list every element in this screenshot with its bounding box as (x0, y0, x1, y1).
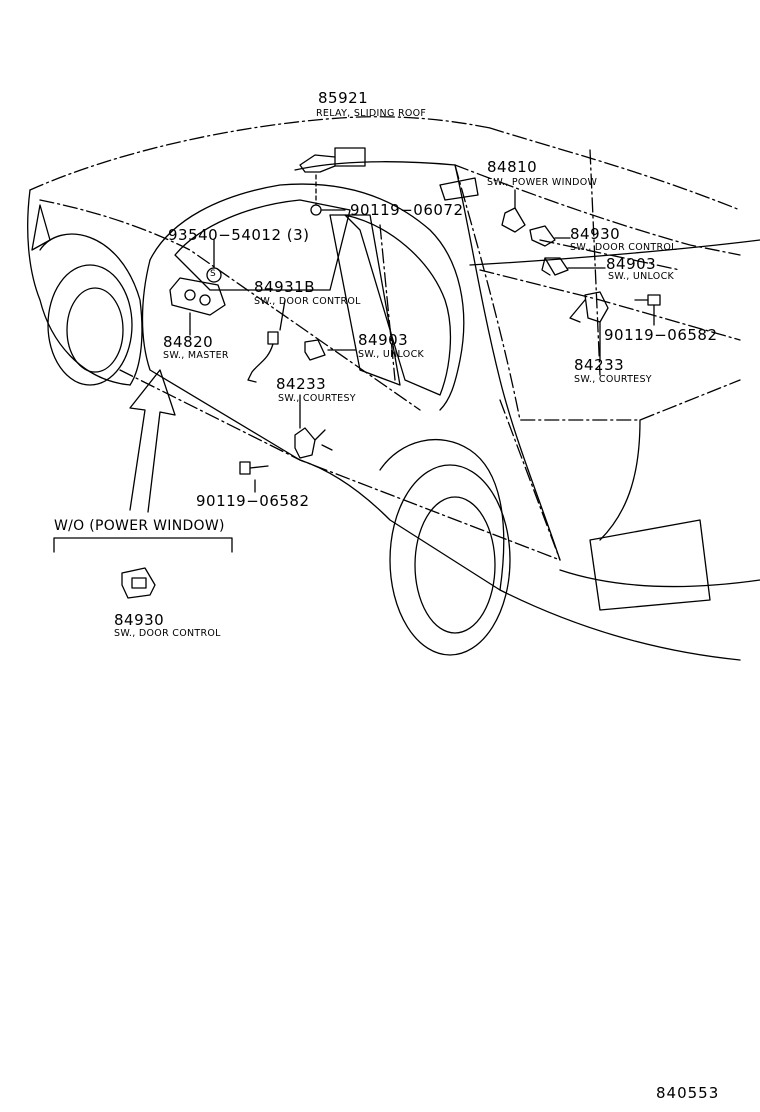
door-control-rear-part (529, 225, 556, 247)
roof-edge (294, 161, 456, 171)
rear-wheel (389, 464, 511, 656)
courtesy-front-desc: SW., COURTESY (278, 393, 356, 404)
sunroof (439, 177, 479, 201)
front-wheel (47, 264, 133, 386)
courtesy-rear-part (569, 291, 609, 323)
rear-lamp (589, 519, 711, 611)
screw-set-part-no: 93540−54012 (3) (168, 226, 310, 244)
rear-roof-line (489, 127, 741, 211)
headlamp (31, 204, 51, 251)
front-wheel-inner (66, 287, 124, 373)
courtesy-front-part-no: 84233 (276, 375, 327, 393)
tail-panel (599, 419, 641, 541)
roof-outline (29, 116, 491, 191)
courtesy-rear-desc: SW., COURTESY (574, 374, 652, 385)
master-switch-part-no: 84820 (163, 333, 214, 351)
rear-quarter (454, 164, 561, 561)
door-control-front-part-no: 84931B (254, 278, 316, 296)
lower-body (141, 259, 741, 661)
master-switch-desc: SW., MASTER (163, 350, 229, 361)
power-window-switch-desc: SW., POWER WINDOW (487, 177, 598, 188)
bolt-rear-part-no: 90119−06582 (604, 326, 718, 344)
courtesy-front-part (294, 427, 333, 459)
door-control-rear-part-no: 84930 (570, 225, 621, 243)
unlock-rear-part (541, 257, 569, 276)
variant-part-no: 84930 (114, 611, 165, 629)
trunk-phantom (479, 269, 741, 341)
unlock-front-desc: SW., UNLOCK (358, 349, 425, 360)
relay-sliding-roof-part (299, 147, 366, 173)
trunk-lid (469, 239, 760, 266)
screw-set-symbol: S (210, 269, 216, 279)
door-seam-front (39, 199, 421, 411)
door-glass-rear (344, 214, 452, 396)
door-control-front-part (247, 331, 279, 383)
door-frame (149, 183, 465, 411)
b-pillar (329, 214, 401, 386)
b-pillar-phantom (379, 224, 396, 381)
quarter-phantom (499, 399, 561, 561)
variant-title: W/O (POWER WINDOW) (54, 518, 225, 534)
master-switch-part (169, 277, 226, 316)
bolt-front-part-no: 90119−06582 (196, 492, 310, 510)
variant-door-control-part (121, 567, 156, 599)
bolt-upper-part-no: 90119−06072 (350, 201, 464, 219)
door-glass (174, 199, 351, 291)
variant-bracket (53, 537, 233, 553)
door-control-front-desc: SW., DOOR CONTROL (254, 296, 361, 307)
rear-wheel-arch (379, 438, 505, 591)
courtesy-rear-part-no: 84233 (574, 356, 625, 374)
power-window-switch-part (501, 207, 526, 233)
bolt-front-part (239, 461, 269, 475)
unlock-rear-part-no: 84903 (606, 255, 657, 273)
rear-wheel-inner (414, 496, 496, 634)
rear-bumper (559, 569, 760, 588)
figure-number: 840553 (656, 1084, 720, 1102)
unlock-rear-desc: SW., UNLOCK (608, 271, 675, 282)
door-control-rear-desc: SW., DOOR CONTROL (570, 242, 677, 253)
variant-arrow (129, 369, 176, 513)
front-wheel-arch (39, 233, 143, 386)
front-fender (27, 189, 131, 386)
rear-window-line (454, 164, 741, 256)
bolt-rear-part (634, 294, 661, 306)
roof-rear-seam (589, 149, 601, 376)
power-window-switch-part-no: 84810 (487, 158, 538, 176)
c-pillar-line (454, 164, 741, 421)
relay-sliding-roof-desc: RELAY, SLIDING ROOF (316, 108, 427, 119)
bolt-upper-part (310, 204, 322, 216)
unlock-front-part-no: 84903 (358, 331, 409, 349)
variant-desc: SW., DOOR CONTROL (114, 628, 221, 639)
relay-sliding-roof-part-no: 85921 (318, 89, 369, 107)
unlock-front-part (304, 339, 326, 361)
